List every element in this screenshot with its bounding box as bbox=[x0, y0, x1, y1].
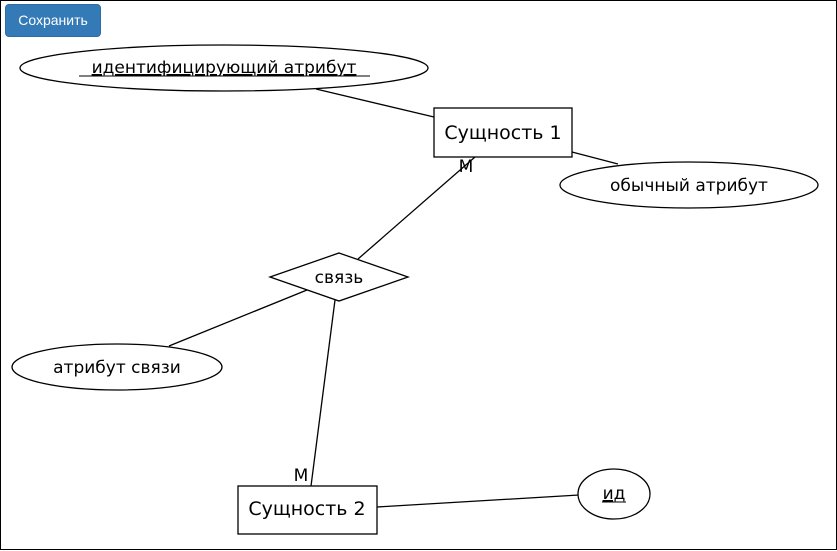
entity-2[interactable]: Сущность 2 bbox=[237, 485, 378, 535]
relationship[interactable]: связь bbox=[268, 252, 410, 302]
entity-1[interactable]: Сущность 1 bbox=[433, 107, 573, 158]
attribute-ellipse bbox=[559, 161, 819, 209]
connector-entity1-regular-attribute bbox=[571, 151, 619, 165]
entity-box bbox=[433, 107, 573, 158]
attribute-label: ид bbox=[603, 484, 626, 504]
relationship-diamond bbox=[268, 252, 410, 302]
cardinality-label-entity2: М bbox=[294, 466, 309, 486]
entity-box bbox=[237, 485, 378, 535]
attribute-ellipse bbox=[11, 343, 223, 391]
connector-relationship-entity2 bbox=[310, 299, 336, 487]
attribute-regular[interactable]: обычный атрибут bbox=[559, 161, 819, 209]
attribute-label: атрибут связи bbox=[53, 358, 181, 378]
attribute-id[interactable]: ид bbox=[577, 468, 651, 520]
connector-entity2-id-attribute bbox=[376, 494, 580, 508]
cardinality-label-entity1: М bbox=[459, 157, 474, 177]
attribute-identifying[interactable]: идентифицирующий атрибут bbox=[19, 44, 429, 92]
attribute-label: обычный атрибут bbox=[610, 176, 768, 196]
attribute-ellipse bbox=[577, 468, 651, 520]
connector-entity1-id-attribute bbox=[315, 88, 435, 118]
relationship-label: связь bbox=[315, 268, 364, 288]
connector-entity1-relationship bbox=[357, 156, 476, 260]
attribute-relationship[interactable]: атрибут связи bbox=[11, 343, 223, 391]
save-button[interactable]: Сохранить bbox=[5, 4, 101, 37]
entity-label: Сущность 2 bbox=[248, 498, 365, 520]
entity-label: Сущность 1 bbox=[444, 122, 561, 144]
connector-relationship-attribute bbox=[168, 289, 308, 347]
attribute-label: идентифицирующий атрибут bbox=[92, 58, 357, 78]
attribute-ellipse bbox=[19, 44, 429, 92]
